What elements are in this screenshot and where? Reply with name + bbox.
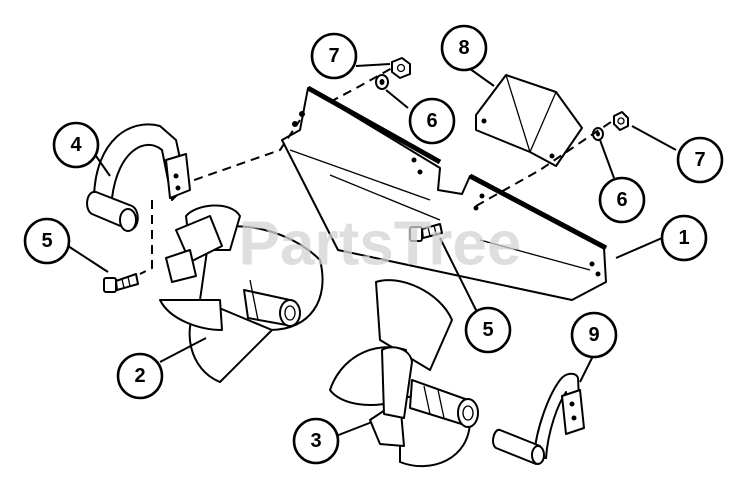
callout-8-label: 8 [458,37,469,59]
callout-7-left-label: 7 [328,45,339,67]
nut-right [613,111,629,131]
callout-5-center-label: 5 [482,319,493,341]
callout-6-left: 6 [408,97,456,145]
callout-3: 3 [292,417,340,465]
callout-1-label: 1 [678,227,689,249]
lock-washer-left [375,74,389,90]
callout-4-label: 4 [70,134,82,156]
part-1-bracket-plate [281,85,608,301]
callout-2: 2 [116,352,164,400]
callout-6-right-label: 6 [616,189,627,211]
callout-5-left-label: 5 [41,230,52,252]
callout-1: 1 [660,214,708,262]
callout-9: 9 [570,311,618,359]
part-9-bent-pin [492,372,585,465]
part-8-angle-bracket [475,74,583,167]
callout-2-label: 2 [134,365,145,387]
callout-9-label: 9 [588,324,599,346]
lock-washer-right [592,127,604,141]
callout-7-right: 7 [676,136,724,184]
part-4-handle-pin [86,123,191,232]
callout-7-right-label: 7 [694,149,705,171]
leader-lines [67,63,677,437]
bolt-center [409,223,443,242]
callout-7-left: 7 [310,32,358,80]
bolt-left [103,273,139,293]
assembly-lines [139,67,615,275]
watermark-text: PartsTree [239,210,522,279]
nut-left [391,57,411,79]
callout-8: 8 [440,24,488,72]
callout-4: 4 [52,121,100,169]
part-2-auger-rotor [159,204,324,383]
callout-3-label: 3 [310,430,321,452]
callout-5-left: 5 [23,217,71,265]
part-3-auger-rotor [329,279,479,468]
callout-6-right: 6 [598,176,646,224]
callout-6-left-label: 6 [426,110,437,132]
callout-5-center: 5 [464,306,512,354]
